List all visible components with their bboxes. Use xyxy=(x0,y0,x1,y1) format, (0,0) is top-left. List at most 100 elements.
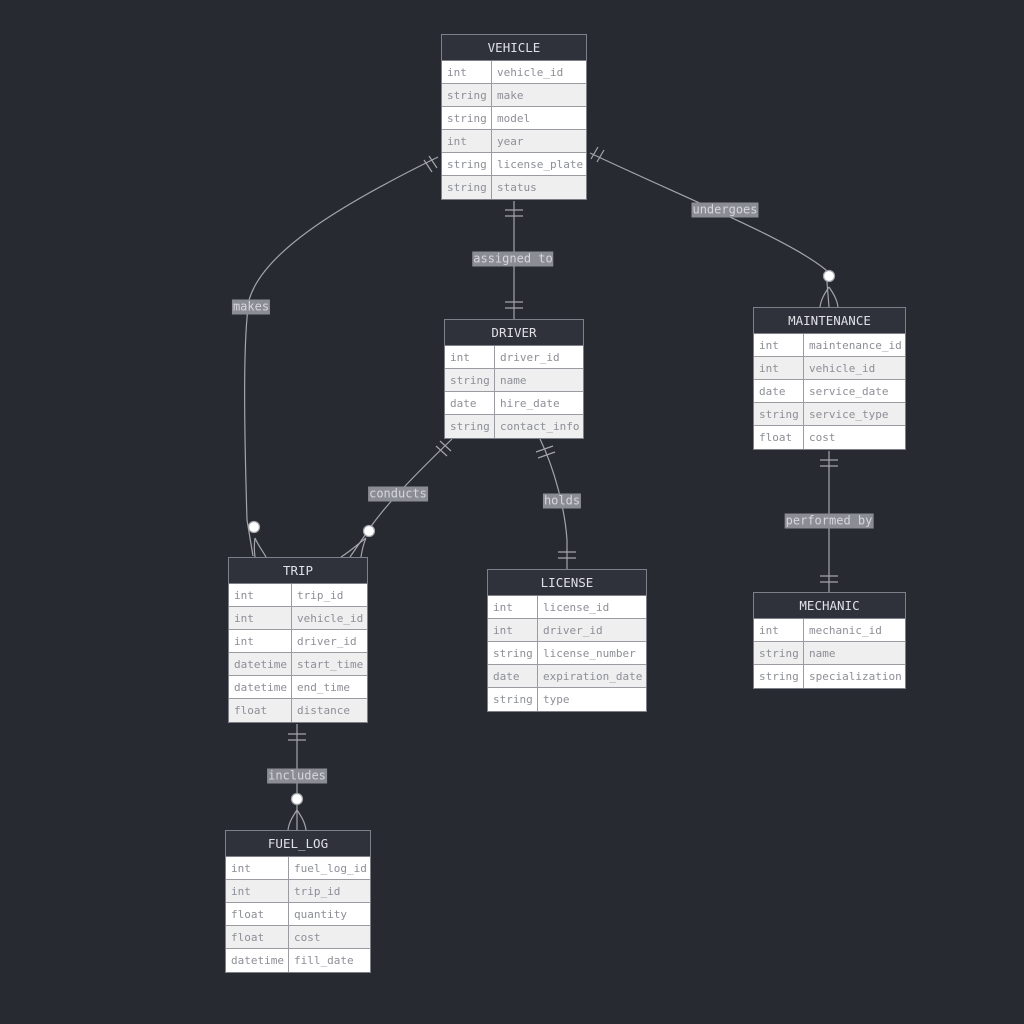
attribute-name: vehicle_id xyxy=(809,362,876,375)
entity-title: MECHANIC xyxy=(754,593,905,619)
attribute-row: int vehicle_id xyxy=(754,357,905,380)
attribute-type: string xyxy=(488,688,538,711)
attribute-row: float distance xyxy=(229,699,367,722)
attribute-row: int trip_id xyxy=(229,584,367,607)
crowfoot-mark xyxy=(340,537,367,558)
attribute-type: string xyxy=(754,403,804,425)
attribute-name: name xyxy=(809,647,836,660)
attribute-type: date xyxy=(445,392,495,414)
attribute-name: end_time xyxy=(297,681,350,694)
attribute-name: name xyxy=(500,374,527,387)
attribute-row: float quantity xyxy=(226,903,370,926)
attribute-name: distance xyxy=(297,704,350,717)
cardinality-one-mark xyxy=(423,159,433,173)
attribute-type: datetime xyxy=(229,676,292,698)
attribute-name: start_time xyxy=(297,658,364,671)
attribute-row: int trip_id xyxy=(226,880,370,903)
attribute-type: int xyxy=(754,619,804,641)
attribute-name: specialization xyxy=(809,670,902,683)
attribute-name: cost xyxy=(809,431,836,444)
attribute-name: fill_date xyxy=(294,954,354,967)
attribute-type: string xyxy=(442,107,492,129)
crowfoot-mark xyxy=(287,809,307,831)
attribute-type: string xyxy=(445,369,495,391)
attribute-row: int driver_id xyxy=(445,346,583,369)
entity-title: VEHICLE xyxy=(442,35,586,61)
attribute-row: datetime start_time xyxy=(229,653,367,676)
attribute-type: int xyxy=(488,619,538,641)
relationship-label-holds: holds xyxy=(542,493,582,509)
cardinality-one-mark xyxy=(428,155,438,169)
attribute-row: date service_date xyxy=(754,380,905,403)
cardinality-one-mark xyxy=(439,440,452,452)
cardinality-zero-mark xyxy=(290,792,304,806)
relationship-label-conducts: conducts xyxy=(368,486,428,502)
crowfoot-mark xyxy=(819,286,839,308)
attribute-type: float xyxy=(226,926,289,948)
attribute-type: int xyxy=(488,596,538,618)
attribute-type: float xyxy=(229,699,292,722)
attribute-name: contact_info xyxy=(500,420,580,433)
attribute-name: quantity xyxy=(294,908,347,921)
attribute-type: string xyxy=(754,642,804,664)
cardinality-zero-mark xyxy=(822,269,836,283)
attribute-type: string xyxy=(442,153,492,175)
attribute-name: fuel_log_id xyxy=(294,862,367,875)
attribute-type: int xyxy=(229,584,292,606)
attribute-name: vehicle_id xyxy=(297,612,364,625)
crowfoot-mark xyxy=(253,537,267,558)
attribute-type: float xyxy=(226,903,289,925)
attribute-name: hire_date xyxy=(500,397,560,410)
attribute-type: int xyxy=(754,334,804,356)
attribute-type: int xyxy=(445,346,495,368)
attribute-name: mechanic_id xyxy=(809,624,882,637)
attribute-type: int xyxy=(226,880,289,902)
attribute-type: int xyxy=(754,357,804,379)
cardinality-zero-mark xyxy=(362,524,376,538)
relationship-label-includes: includes xyxy=(267,768,327,784)
attribute-name: cost xyxy=(294,931,321,944)
attribute-name: trip_id xyxy=(294,885,341,898)
attribute-name: expiration_date xyxy=(543,670,643,683)
attribute-row: string name xyxy=(445,369,583,392)
attribute-type: int xyxy=(226,857,289,879)
attribute-name: trip_id xyxy=(297,589,344,602)
entity-title: LICENSE xyxy=(488,570,646,596)
cardinality-one-mark xyxy=(537,451,556,459)
attribute-name: year xyxy=(497,135,524,148)
cardinality-one-mark xyxy=(596,149,605,163)
attribute-type: date xyxy=(754,380,804,402)
attribute-name: driver_id xyxy=(500,351,560,364)
attribute-name: status xyxy=(497,181,537,194)
attribute-row: int mechanic_id xyxy=(754,619,905,642)
attribute-row: float cost xyxy=(754,426,905,449)
attribute-name: service_date xyxy=(809,385,889,398)
attribute-name: make xyxy=(497,89,524,102)
attribute-type: float xyxy=(754,426,804,449)
entity-title: TRIP xyxy=(229,558,367,584)
attribute-type: datetime xyxy=(229,653,292,675)
attribute-type: int xyxy=(442,130,492,152)
attribute-row: datetime end_time xyxy=(229,676,367,699)
entity-mechanic: MECHANIC int mechanic_id string name strin… xyxy=(753,592,906,689)
